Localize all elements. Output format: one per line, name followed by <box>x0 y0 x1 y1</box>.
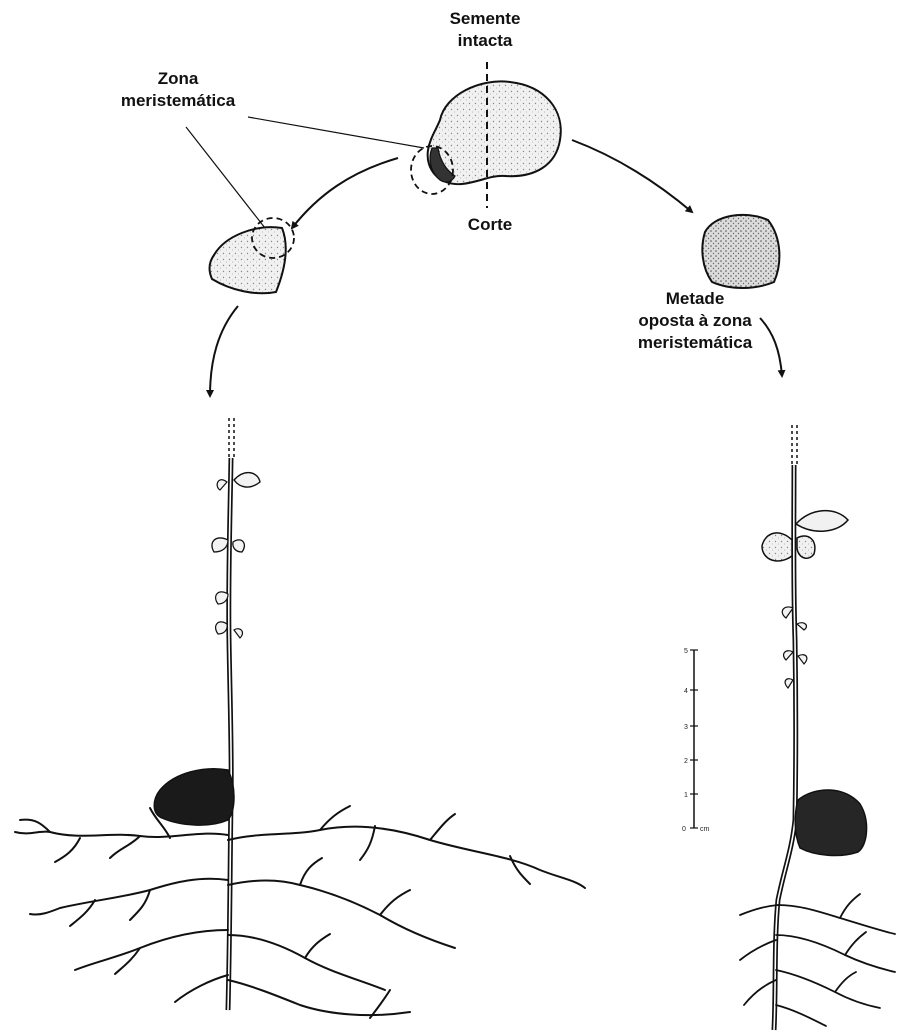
arrow-seed-to-meristem-half <box>292 158 398 228</box>
right-leaf-small-4 <box>798 655 807 664</box>
meristem-leader-line-to-half <box>186 127 265 228</box>
left-leaf-4 <box>233 540 245 552</box>
right-leaf-large <box>796 511 848 532</box>
meristem-half-seed-body <box>210 227 286 293</box>
right-cotyledon <box>795 790 866 856</box>
right-leaf-small-1 <box>782 607 793 618</box>
left-cotyledon <box>154 769 234 825</box>
scale-label-1: 1 <box>684 792 688 799</box>
meristem-half-seedling <box>15 418 585 1018</box>
scale-unit: cm <box>700 826 710 833</box>
meristem-leader-line-to-seed <box>248 117 424 148</box>
right-leaf-round-1 <box>762 533 792 561</box>
left-leaf-1 <box>234 473 260 487</box>
intact-seed <box>411 62 561 208</box>
scale-label-2: 2 <box>684 758 688 765</box>
left-leaf-7 <box>234 629 242 638</box>
opposite-half-seed-body <box>702 215 779 288</box>
left-leaf-5 <box>216 592 228 604</box>
scale-label-3: 3 <box>684 724 688 731</box>
opposite-half-seed <box>702 215 779 288</box>
arrow-meristem-half-to-plant <box>210 306 238 396</box>
left-leaf-2 <box>217 480 227 490</box>
opposite-half-seedling <box>740 425 895 1030</box>
scale-label-5: 5 <box>684 648 688 655</box>
right-leaf-small-2 <box>797 623 806 630</box>
arrow-seed-to-opposite-half <box>572 140 692 212</box>
right-leaf-small-3 <box>784 651 793 660</box>
right-leaf-small-5 <box>785 679 793 688</box>
scale-label-4: 4 <box>684 688 688 695</box>
left-root-system <box>15 806 585 1018</box>
left-leaf-6 <box>216 622 228 634</box>
scale-bar: 0 1 2 3 4 5 cm <box>682 648 710 833</box>
right-leaf-round-2 <box>797 536 815 558</box>
left-leaf-3 <box>212 538 228 552</box>
scale-label-0: 0 <box>682 826 686 833</box>
arrow-opposite-half-to-plant <box>760 318 782 376</box>
meristem-half-seed <box>210 218 294 293</box>
right-root-system <box>740 894 895 1026</box>
